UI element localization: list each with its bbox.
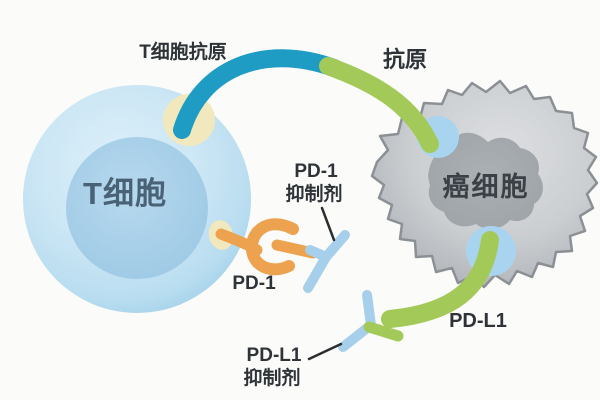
pd1-inhibitor-label-line1: PD-1 (294, 161, 338, 182)
t-cell-nucleus-shape (66, 137, 208, 279)
pd1-inhibitor-pointer-line (320, 206, 336, 242)
pdl1-antibody-arm (362, 290, 376, 330)
t-cell-antigen-label: T细胞抗原 (139, 40, 227, 63)
pd1-antibody-nub (305, 245, 331, 262)
antigen-arc (319, 57, 439, 153)
pd1-inhibitor-antibody (303, 230, 350, 293)
pdl1-inhibitor-label-line2: 抑制剂 (243, 366, 300, 389)
antigen-label: 抗原 (383, 47, 427, 72)
cancer-cell-nucleus-shape (428, 132, 543, 229)
t-cell-label: T细胞 (83, 176, 167, 211)
pdl1-ligand-arm (381, 231, 499, 328)
cancer-cell-label: 癌细胞 (443, 171, 530, 202)
pd1-antibody-stem (303, 252, 331, 293)
pd1-receptor-claw (245, 218, 299, 276)
pdl1-label: PD-L1 (449, 310, 507, 332)
pdl1-inhibitor-pointer-line (307, 342, 343, 361)
pd1-inhibitor-label-line2: 抑制剂 (285, 182, 342, 205)
pd1-label: PD-1 (232, 273, 276, 294)
pdl1-blocked-fragment (363, 321, 404, 342)
pdl1-inhibitor-label-line1: PD-L1 (247, 345, 302, 366)
tcr-arc (173, 49, 343, 139)
